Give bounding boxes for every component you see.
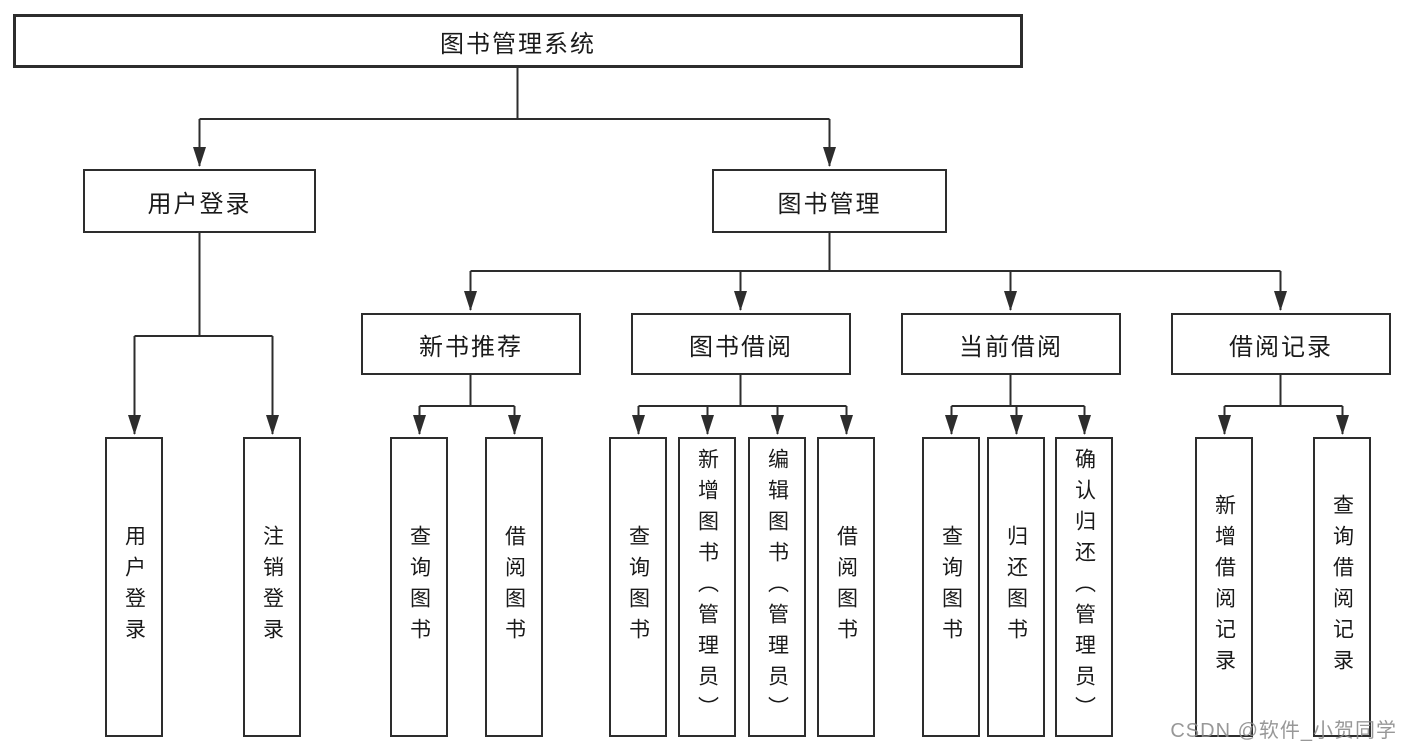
node-borrow-records: 借阅记录 xyxy=(1171,313,1391,375)
leaf-borrow-books-recommend: 借阅图书 xyxy=(485,437,543,737)
node-current-borrow: 当前借阅 xyxy=(901,313,1121,375)
leaf-search-books-recommend: 查询图书 xyxy=(390,437,448,737)
connector-records-split xyxy=(1224,375,1343,407)
connector-management-split xyxy=(470,233,1281,272)
leaf-logout: 注销登录 xyxy=(243,437,301,737)
connector-recommend-split xyxy=(419,375,515,407)
node-user-login: 用户登录 xyxy=(83,169,316,233)
leaf-search-books-current: 查询图书 xyxy=(922,437,980,737)
leaf-search-borrow-record: 查询借阅记录 xyxy=(1313,437,1371,737)
connector-borrow-split xyxy=(638,375,847,407)
connector-login-split xyxy=(134,233,273,337)
node-new-book-recommend: 新书推荐 xyxy=(361,313,581,375)
leaf-edit-books-admin: 编辑图书（管理员） xyxy=(748,437,806,737)
leaf-borrow-books: 借阅图书 xyxy=(817,437,875,737)
node-book-management: 图书管理 xyxy=(712,169,947,233)
leaf-user-login: 用户登录 xyxy=(105,437,163,737)
leaf-search-books-borrow: 查询图书 xyxy=(609,437,667,737)
node-book-borrow: 图书借阅 xyxy=(631,313,851,375)
connector-root-split xyxy=(199,68,830,120)
leaf-add-borrow-record: 新增借阅记录 xyxy=(1195,437,1253,737)
connector-current-split xyxy=(951,375,1085,407)
watermark: CSDN @软件_小贺同学 xyxy=(1170,720,1397,742)
leaf-return-books: 归还图书 xyxy=(987,437,1045,737)
node-root: 图书管理系统 xyxy=(13,14,1023,68)
leaf-confirm-return-admin: 确认归还（管理员） xyxy=(1055,437,1113,737)
leaf-add-books-admin: 新增图书（管理员） xyxy=(678,437,736,737)
